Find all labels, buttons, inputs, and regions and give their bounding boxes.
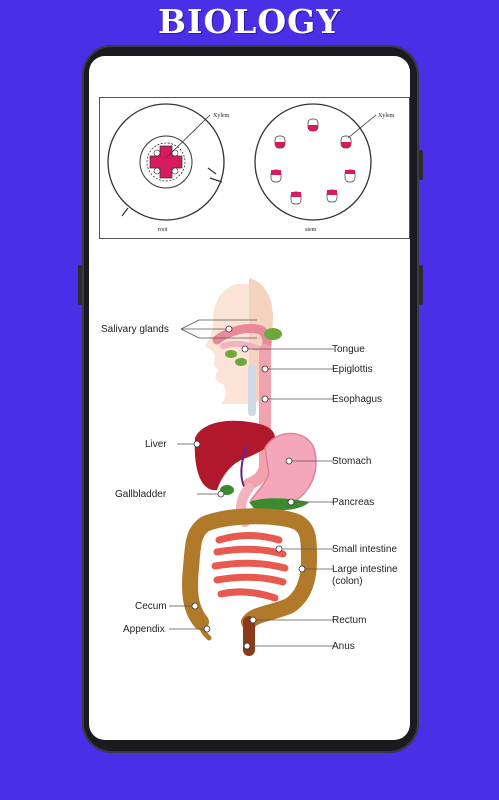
salivary-gland-sub — [225, 350, 237, 358]
side-button[interactable] — [419, 265, 423, 305]
leader-lines — [169, 319, 334, 647]
page-title: BIOLOGY — [158, 2, 341, 41]
salivary-gland-mand — [235, 358, 247, 366]
label-epiglottis: Epiglottis — [332, 364, 373, 375]
tongue — [220, 340, 260, 351]
large-intestine — [182, 508, 318, 630]
label-appendix: Appendix — [123, 624, 165, 635]
pointer-dots — [191, 325, 306, 650]
plant-cross-section-panel: Xylem root Xylem stem — [99, 97, 410, 239]
digestive-system-diagram: Salivary glands Tongue Epiglottis Esopha… — [101, 278, 398, 656]
vascular-bundles — [270, 118, 356, 205]
label-colon: (colon) — [332, 576, 363, 587]
label-salivary-glands: Salivary glands — [101, 324, 169, 335]
label-rectum: Rectum — [332, 615, 366, 626]
label-large-intestine: Large intestine — [332, 564, 398, 575]
xylem-label-stem: Xylem — [378, 113, 395, 119]
stem-section: Xylem stem — [254, 103, 395, 233]
esophagus — [243, 344, 271, 490]
label-esophagus: Esophagus — [332, 394, 382, 405]
screen: Xylem root Xylem stem — [89, 56, 410, 740]
label-small-intestine: Small intestine — [332, 544, 397, 555]
plant-cross-section-diagram: Xylem root Xylem stem — [107, 103, 395, 233]
liver — [194, 420, 275, 491]
label-stomach: Stomach — [332, 456, 371, 467]
label-pancreas: Pancreas — [332, 497, 374, 508]
xylem-label-root: Xylem — [213, 113, 230, 119]
power-button[interactable] — [419, 150, 423, 180]
stem-caption: stem — [305, 227, 317, 233]
label-liver: Liver — [145, 439, 167, 450]
label-anus: Anus — [332, 641, 355, 652]
root-section: Xylem root — [107, 103, 230, 233]
volume-button[interactable] — [78, 265, 82, 305]
appendix — [198, 619, 212, 641]
root-caption: root — [158, 227, 168, 233]
label-tongue: Tongue — [332, 344, 365, 355]
label-gallbladder: Gallbladder — [115, 489, 167, 500]
small-intestine — [211, 532, 289, 602]
salivary-gland-parotid — [264, 328, 282, 340]
label-cecum: Cecum — [135, 601, 167, 612]
